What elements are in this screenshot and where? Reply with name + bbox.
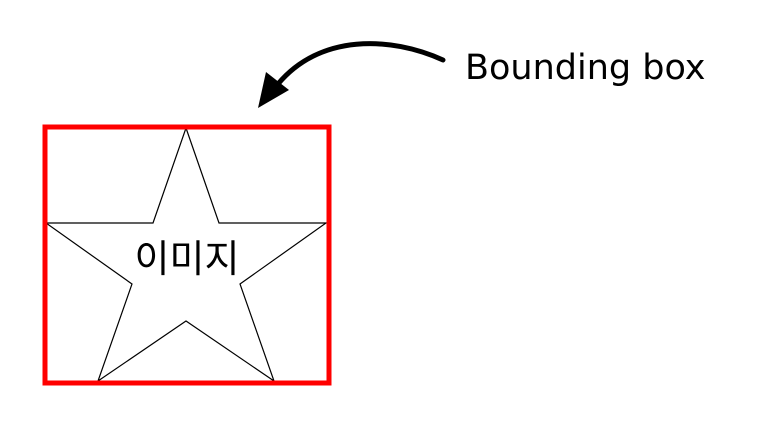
image-label: 이미지 <box>135 237 240 281</box>
star-icon <box>44 126 328 383</box>
arrow-head <box>258 72 289 108</box>
bounding-box-rect <box>42 124 332 386</box>
curved-arrow-icon <box>258 41 446 108</box>
callout-label: Bounding box <box>465 48 706 88</box>
arrow-shaft <box>275 41 446 87</box>
